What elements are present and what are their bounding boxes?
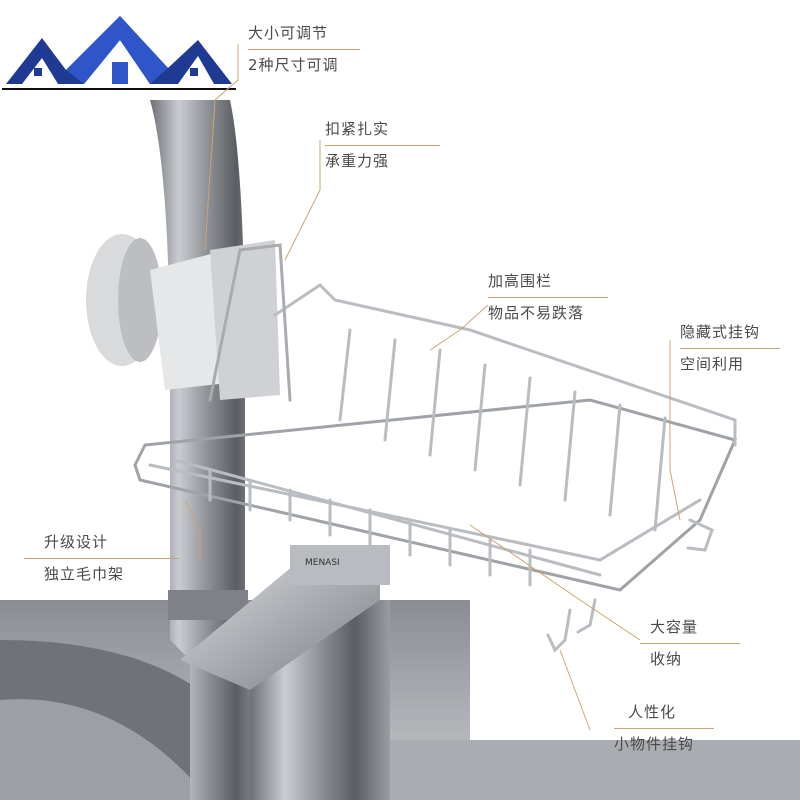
callout-hidden-hook-line2: 空间利用 (680, 355, 745, 373)
callout-adjustable-line1: 大小可调节 (248, 24, 329, 42)
callout-hidden-hook-line1: 隐藏式挂钩 (680, 323, 761, 341)
leader-adjustable (204, 44, 239, 251)
callout-towel: 升级设计 独立毛巾架 (24, 527, 179, 590)
house-logo-icon (0, 0, 238, 100)
faucet-brand-text: MENASI (305, 558, 340, 568)
callout-tight-line2: 承重力强 (325, 152, 390, 170)
leader-humanized (559, 649, 591, 731)
clamp (86, 234, 280, 400)
callout-divider (488, 297, 608, 298)
leader-towel (184, 499, 201, 560)
callout-humanized: 人性化 小物件挂钩 (614, 697, 714, 760)
callout-divider (680, 348, 780, 349)
leader-lines (184, 44, 681, 731)
callout-towel-line1: 升级设计 (44, 533, 109, 551)
callout-adjustable-line2: 2种尺寸可调 (248, 56, 339, 74)
callout-towel-line2: 独立毛巾架 (44, 565, 125, 583)
wire-basket (133, 243, 738, 653)
leader-capacity (469, 524, 641, 641)
callout-capacity-line1: 大容量 (650, 618, 699, 636)
callout-capacity: 大容量 收纳 (640, 612, 740, 675)
leader-fence (429, 304, 489, 351)
callout-humanized-line2: 小物件挂钩 (614, 735, 695, 753)
callout-fence-line2: 物品不易跌落 (488, 304, 585, 322)
callout-divider (325, 145, 440, 146)
callout-fence: 加高围栏 物品不易跌落 (488, 266, 608, 329)
callout-tight-line1: 扣紧扎实 (325, 120, 390, 138)
callout-tight: 扣紧扎实 承重力强 (325, 114, 440, 177)
callout-adjustable: 大小可调节 2种尺寸可调 (248, 18, 360, 81)
side-hook (686, 518, 714, 552)
callout-fence-line1: 加高围栏 (488, 272, 553, 290)
callout-divider (248, 49, 360, 50)
callout-divider (640, 643, 740, 644)
leader-hidden-hook (669, 340, 681, 521)
callout-humanized-line1: 人性化 (628, 703, 677, 721)
small-hook-left (546, 608, 572, 653)
callout-divider (24, 558, 179, 559)
callout-hidden-hook: 隐藏式挂钩 空间利用 (680, 317, 780, 380)
callout-divider (614, 728, 714, 729)
leader-tight (284, 140, 321, 261)
callout-capacity-line2: 收纳 (650, 650, 683, 668)
